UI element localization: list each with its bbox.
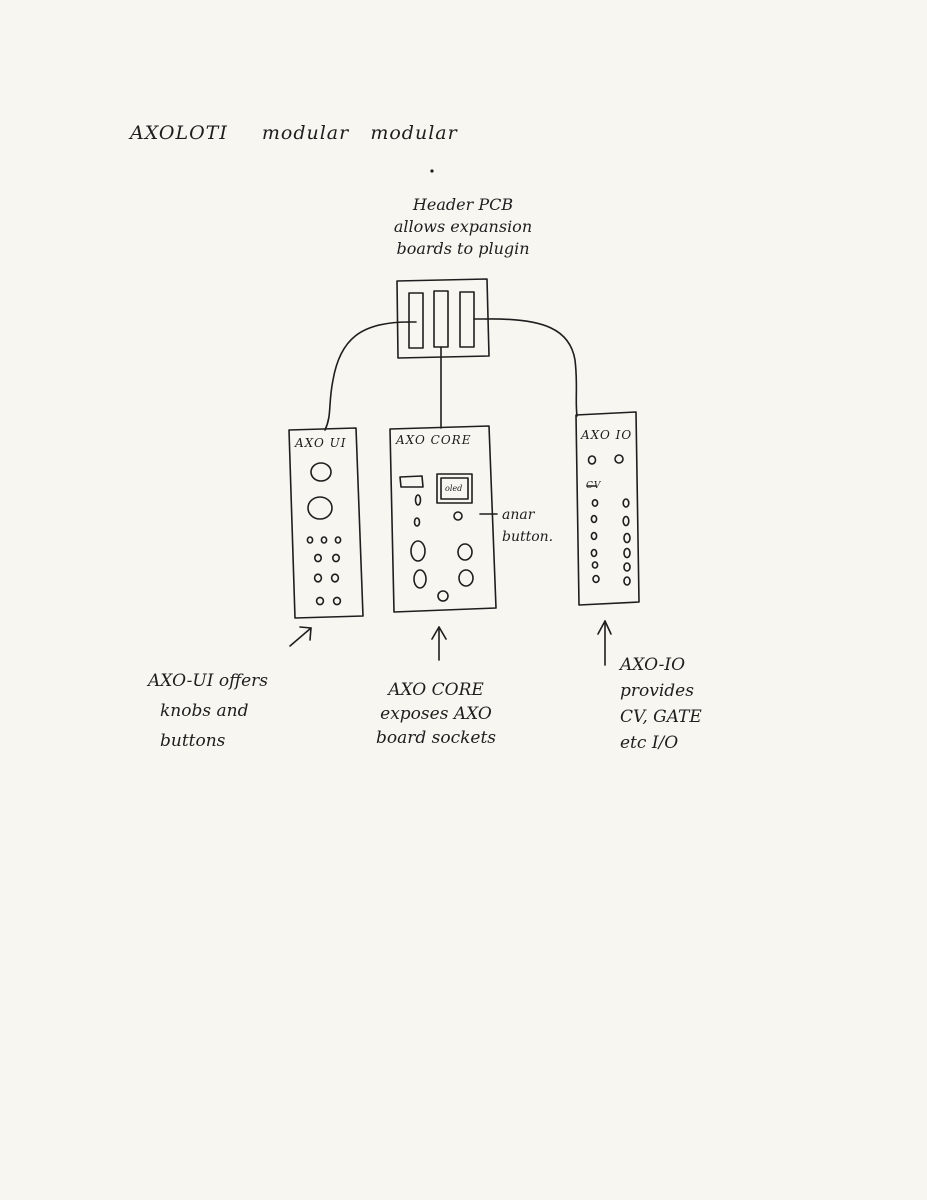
arrow-ui (289, 626, 312, 647)
io-module-label: AXO IO (581, 428, 633, 442)
ui-module-label: AXO UI (295, 436, 347, 450)
core-note-line-2: exposes AXO (380, 704, 492, 724)
core-note-line-1: AXO CORE (388, 680, 484, 700)
header-pcb-line-2: allows expansion (393, 217, 533, 236)
ui-knob-2 (307, 496, 333, 520)
header-slot-2 (433, 290, 449, 348)
core-note: AXO CORE exposes AXO board sockets (346, 678, 526, 750)
core-button-note-line-1: anar (502, 507, 535, 523)
ui-note-line-2: knobs and (160, 701, 249, 721)
oled-label: oled (445, 484, 463, 493)
title-word-2: modular (370, 122, 458, 144)
core-encoder-button (453, 511, 463, 521)
header-slot-3 (459, 291, 475, 348)
ui-note: AXO-UI offers knobs and buttons (148, 666, 268, 756)
page-title: AXOLOTI modular modular (130, 124, 458, 143)
core-button-note-line-2: button. (502, 529, 554, 545)
header-slot-1 (408, 292, 424, 349)
title-product: AXOLOTI (130, 122, 228, 144)
module-axo-io (575, 411, 640, 606)
io-cv-label: CV (586, 481, 602, 491)
ui-knob-1 (310, 462, 332, 482)
io-note-line-1: AXO-IO (620, 655, 686, 675)
connector-line-io (485, 318, 578, 417)
core-module-label: AXO CORE (396, 433, 472, 447)
io-note-line-3: CV, GATE (620, 707, 702, 727)
ui-note-line-3: buttons (160, 731, 226, 751)
io-note: AXO-IO provides CV, GATE etc I/O (620, 652, 702, 756)
arrow-core (431, 626, 447, 661)
header-pcb-line-1: Header PCB (412, 195, 514, 214)
oled-display (436, 473, 473, 504)
core-button-note: anar button. (502, 504, 553, 548)
ui-note-line-1: AXO-UI offers (148, 671, 269, 691)
module-axo-ui (288, 427, 364, 619)
module-axo-core (389, 425, 498, 613)
io-note-line-4: etc I/O (620, 733, 679, 753)
io-note-line-2: provides (620, 681, 694, 701)
connector-line-ui (324, 321, 410, 431)
arrow-io (597, 620, 612, 666)
header-pcb-board (396, 278, 490, 359)
header-pcb-note: Header PCB allows expansion boards to pl… (348, 194, 578, 260)
header-pcb-line-3: boards to plugin (396, 239, 530, 258)
core-note-line-3: board sockets (375, 728, 497, 748)
title-word-1: modular (261, 122, 350, 144)
